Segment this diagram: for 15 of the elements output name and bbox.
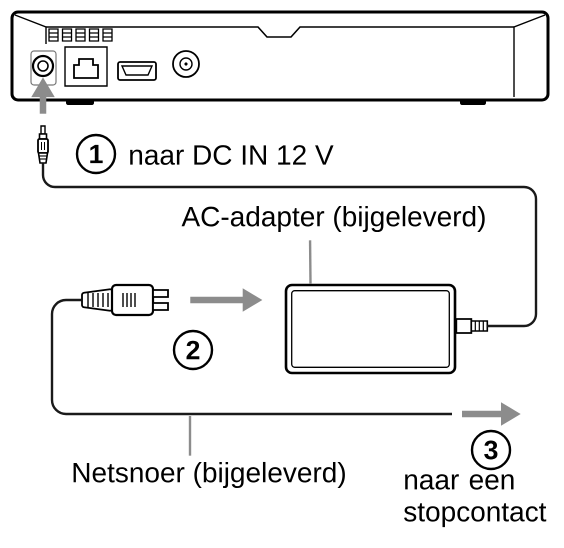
step-label: naar een stopcontact [404,474,546,528]
mains-plug [81,284,169,316]
cable [42,163,538,328]
step-label: naar DC IN 12 V [130,145,334,165]
leader-line [308,240,312,284]
step-number: 3 [470,430,512,470]
leader-line [188,416,192,456]
dc-plug [37,125,49,164]
part-label: Netsnoer (bijgeleverd) [74,462,345,488]
dc-jack [32,54,54,78]
step-number: 2 [172,330,214,370]
step-number: 1 [76,134,116,174]
player-drawing [10,10,550,105]
part-label: AC-adapter (bijgeleverd) [182,206,485,232]
power-adapter [284,284,488,374]
